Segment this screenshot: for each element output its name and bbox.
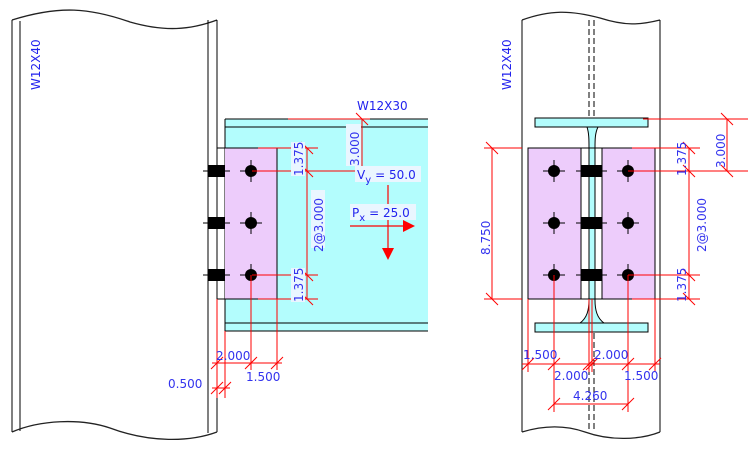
dim-left-setback: 0.500 [168, 377, 202, 391]
bolt-hole [240, 212, 262, 234]
right-view: W12X40 [479, 11, 748, 439]
bolt-shank [203, 217, 230, 229]
dim-right-gage-right: 2.000 [594, 348, 628, 362]
dim-right-edge-top: 1.375 [675, 142, 689, 176]
load-vy-label: Vy= 50.0 [357, 168, 416, 186]
dim-right-angle-length: 8.750 [479, 221, 493, 255]
load-arrows [350, 185, 415, 260]
left-bolt-group [203, 160, 262, 286]
left-dimensions [210, 112, 372, 398]
bolt-shank [576, 165, 607, 177]
right-dim-labels: 8.750 3.000 1.375 2@3.000 1.375 1.500 2.… [479, 134, 728, 403]
dim-right-top-to-bolt: 3.000 [714, 134, 728, 168]
dim-left-gage: 2.000 [216, 349, 250, 363]
bolt-shank [576, 217, 607, 229]
bolt-shank [576, 269, 607, 281]
dim-left-edge-top: 1.375 [292, 142, 306, 176]
bolt-shank [203, 269, 230, 281]
left-column-label: W12X40 [29, 39, 43, 90]
dim-right-edge-right: 1.500 [624, 369, 658, 383]
bolt-shank [203, 165, 230, 177]
bolt-hole [543, 160, 565, 182]
left-view: W12X40 W12X30 [11, 9, 428, 441]
dim-right-total-gage: 4.260 [573, 389, 607, 403]
right-column [521, 11, 661, 439]
left-beam-label: W12X30 [357, 99, 408, 113]
dim-right-bolt-spacing: 2@3.000 [695, 198, 709, 252]
dim-right-gage-left: 2.000 [554, 369, 588, 383]
load-px-label: Px= 25.0 [352, 206, 410, 224]
bolt-hole [617, 212, 639, 234]
dim-right-edge-bottom: 1.375 [675, 268, 689, 302]
bolt-hole [240, 160, 262, 182]
dim-left-top-to-bolt: 3.000 [348, 132, 362, 166]
dim-left-bolt-spacing: 2@3.000 [312, 198, 326, 252]
dim-right-edge-left: 1.500 [523, 348, 557, 362]
dim-left-edge-bottom: 1.375 [292, 268, 306, 302]
right-dimensions [484, 112, 748, 412]
left-dim-labels: 3.000 1.375 2@3.000 1.375 2.000 1.500 0.… [168, 124, 421, 391]
right-column-label: W12X40 [500, 39, 514, 90]
bolt-hole [543, 212, 565, 234]
dim-left-edge-horiz: 1.500 [246, 370, 280, 384]
